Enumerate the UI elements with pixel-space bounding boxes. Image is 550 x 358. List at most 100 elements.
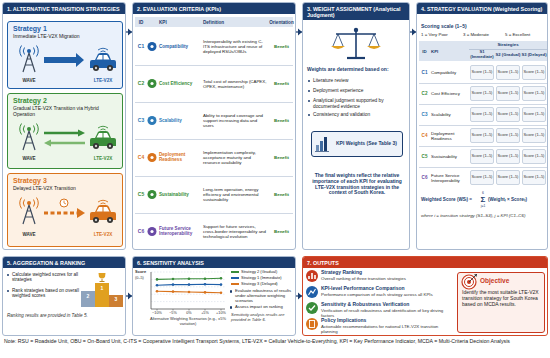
technology-label: LTE-V2X <box>86 156 120 161</box>
bar-chart-icon <box>315 137 329 152</box>
bullet-text: Deployment experience <box>313 88 407 94</box>
kpi-id: C3 <box>419 112 430 117</box>
kpi-name: Compatibility <box>159 44 201 49</box>
legend-text: Strategy 3 (Delayed) <box>241 282 295 287</box>
table-header: KPI <box>159 20 201 25</box>
kpi-definition: Support for future services, cross-borde… <box>203 224 267 239</box>
orientation-cell: Benefit <box>268 192 295 197</box>
output-icons <box>306 286 318 298</box>
table-header: S1 (Immediate) <box>469 50 495 60</box>
stage-panel: 7. OUTPUTSObjectiveIdentify the most sui… <box>302 256 548 336</box>
axis-title: (0–5) <box>135 276 150 280</box>
table-header: S2 (Gradual) <box>495 53 521 58</box>
strategy2-icons <box>90 126 116 149</box>
panel-heading: 2. EVALUATION CRITERIA (KPIs) <box>133 3 295 14</box>
kpi-icons <box>150 45 153 48</box>
kpi-definition: Implementation complexity, acceptance ma… <box>203 150 267 165</box>
sensitivity-chart <box>172 278 175 281</box>
kpi-id: C6 <box>135 229 147 235</box>
podium-icon <box>99 273 106 279</box>
table-rule <box>135 213 293 214</box>
kpi-definition: Total cost of ownership (CAPEX, OPEX, ma… <box>203 79 267 89</box>
kpi-icons <box>148 79 157 88</box>
kpi-icons <box>148 42 157 51</box>
scale-heading: Scoring scale (1–5) <box>421 24 545 30</box>
technology-label: WAVE <box>12 78 46 83</box>
sensitivity-chart <box>151 272 225 311</box>
strategy-description: Delayed LTE-V2X Transition <box>13 186 119 192</box>
strategy2-icons <box>20 124 116 151</box>
kpi-id: C6 <box>419 175 430 180</box>
sensitivity-chart <box>156 283 223 287</box>
sensitivity-chart <box>188 277 191 280</box>
score-cell: Score (1–5) <box>470 70 494 75</box>
kpi-icons <box>150 230 153 233</box>
target-icon <box>469 274 477 282</box>
objective-title: Objective <box>480 277 540 284</box>
strategy-description: Immediate LTE-V2X Migration <box>13 34 119 40</box>
reference-box: KPI Weights (See Table 3) <box>311 131 403 157</box>
footnote: Note: RSU = Roadside Unit, OBU = On-Boar… <box>4 339 546 345</box>
sensitivity-chart <box>157 278 221 279</box>
sensitivity-chart <box>156 290 159 293</box>
table-rule <box>419 104 547 105</box>
legend-text: Strategy 1 (Immediate) <box>241 276 295 281</box>
balance-scale-icon <box>331 28 381 58</box>
strategy1-icons <box>44 53 84 67</box>
panel-heading: 1. ALTERNATIVE TRANSITION STRATEGIES <box>3 3 125 14</box>
stage-panel: 3. WEIGHT ASSIGNMENT (Analytical Judgmen… <box>302 2 410 250</box>
score-cell: Score (1–5) <box>496 154 520 159</box>
scale-item: 1 = Very Poor <box>421 32 461 37</box>
technology-label: LTE-V2X <box>86 78 120 83</box>
score-cell: Score (1–5) <box>522 70 546 75</box>
strategy2-icons <box>44 140 51 147</box>
strategy3-icons <box>44 212 77 215</box>
strategy3-icons <box>90 200 116 223</box>
bullet-text: Analytical judgment supported by documen… <box>313 98 407 109</box>
score-cell: Score (1–5) <box>496 133 520 138</box>
table-header: ID <box>419 49 430 54</box>
panel-heading: 7. OUTPUTS <box>303 257 547 268</box>
table-header: S3 (Delayed) <box>521 53 547 58</box>
bullet-text: Evaluate robustness of results under alt… <box>235 289 295 303</box>
strategy3-icons <box>60 199 68 207</box>
table-rule <box>419 146 547 147</box>
technology-label: WAVE <box>12 156 46 161</box>
bar-chart-icon <box>316 145 319 151</box>
score-cell: Score (1–5) <box>470 133 494 138</box>
kpi-definition: Interoperability with existing C-ITS inf… <box>203 39 267 54</box>
kpi-icons <box>148 190 157 199</box>
output-title: Policy Implications <box>321 318 453 324</box>
strategy-box: Strategy 2Gradual LTE-V2X Transition via… <box>7 93 123 169</box>
strategy2-icons <box>51 142 85 144</box>
output-icons <box>310 321 315 328</box>
table-rule <box>135 176 293 177</box>
kpi-id: C5 <box>135 192 147 198</box>
target-icon <box>465 278 474 287</box>
table-header: Strategies <box>469 42 547 47</box>
orientation-cell: Benefit <box>268 118 295 123</box>
sensitivity-chart <box>157 284 221 285</box>
bullet-dot <box>308 90 310 92</box>
kpi-icons <box>150 193 153 196</box>
output-text: Overall ranking of three transition stra… <box>321 276 453 281</box>
sensitivity-chart <box>151 272 225 302</box>
strategy2-icons <box>78 130 85 137</box>
strategy1-icons <box>20 46 116 73</box>
kpi-icons <box>150 156 153 159</box>
kpi-definition: Ability to expand coverage and support i… <box>203 113 267 128</box>
formula: j=1 <box>477 205 489 208</box>
formula: Weighted Score (WSᵢ) = <box>421 197 479 202</box>
kpi-name: Deployment Readiness <box>159 152 201 163</box>
bullet-dot <box>7 290 9 292</box>
score-cell: Score (1–5) <box>470 91 494 96</box>
output-icons <box>309 289 316 295</box>
strategy-box: Strategy 3Delayed LTE-V2X TransitionWAVE… <box>7 173 123 247</box>
bullet-dot <box>7 274 9 276</box>
score-cell: Score (1–5) <box>496 175 520 180</box>
kpi-id: C1 <box>135 44 147 50</box>
legend-swatch <box>231 271 239 273</box>
kpi-id: C4 <box>135 155 147 161</box>
output-icons <box>306 302 318 314</box>
